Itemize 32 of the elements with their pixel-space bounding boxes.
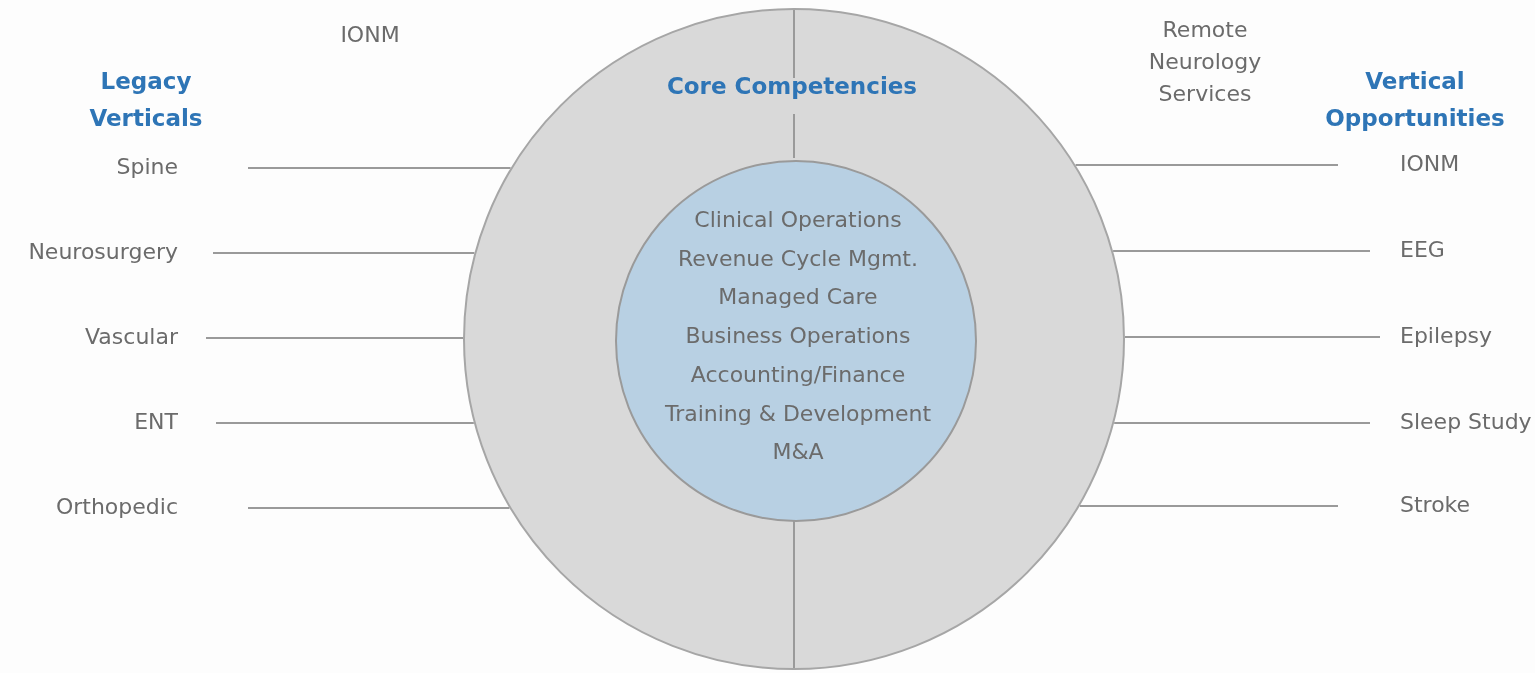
- competency-text: Business Operations: [685, 323, 911, 350]
- vertical-label: Orthopedic: [55, 494, 178, 520]
- column-heading: Remote Neurology Services: [1147, 16, 1263, 108]
- vertical-label: EEG: [1400, 237, 1445, 263]
- column-heading: Vertical Opportunities: [1324, 67, 1506, 133]
- connector-line: [248, 506, 510, 510]
- column-heading: IONM: [339, 21, 401, 49]
- vertical-label: Spine: [116, 154, 178, 180]
- connector-line: [1114, 421, 1370, 425]
- connector-line: [213, 251, 475, 255]
- vertical-label: Epilepsy: [1400, 323, 1493, 349]
- column-heading: Legacy Verticals: [88, 67, 204, 133]
- connector-line: [1125, 335, 1380, 339]
- competency-text: Managed Care: [718, 284, 878, 311]
- vertical-label: Vascular: [85, 324, 178, 350]
- vertical-label: Sleep Study: [1400, 409, 1532, 435]
- connector-line: [216, 421, 474, 425]
- competency-text: Revenue Cycle Mgmt.: [678, 245, 918, 272]
- connector-line: [1079, 504, 1338, 508]
- connector-line: [206, 336, 463, 340]
- connector-line: [1075, 163, 1338, 167]
- competency-text: Training & Development: [664, 400, 932, 427]
- competency-text: M&A: [772, 439, 824, 466]
- vertical-label: ENT: [134, 409, 178, 435]
- competency-text: Clinical Operations: [694, 207, 902, 233]
- competency-text: Accounting/Finance: [690, 361, 906, 388]
- connector-line: [1113, 249, 1370, 253]
- vertical-label: Neurosurgery: [28, 239, 178, 265]
- circle-heading: Core Competencies: [666, 73, 918, 99]
- vertical-label: Stroke: [1400, 492, 1471, 518]
- vertical-label: IONM: [1400, 151, 1460, 177]
- connector-line: [248, 166, 511, 170]
